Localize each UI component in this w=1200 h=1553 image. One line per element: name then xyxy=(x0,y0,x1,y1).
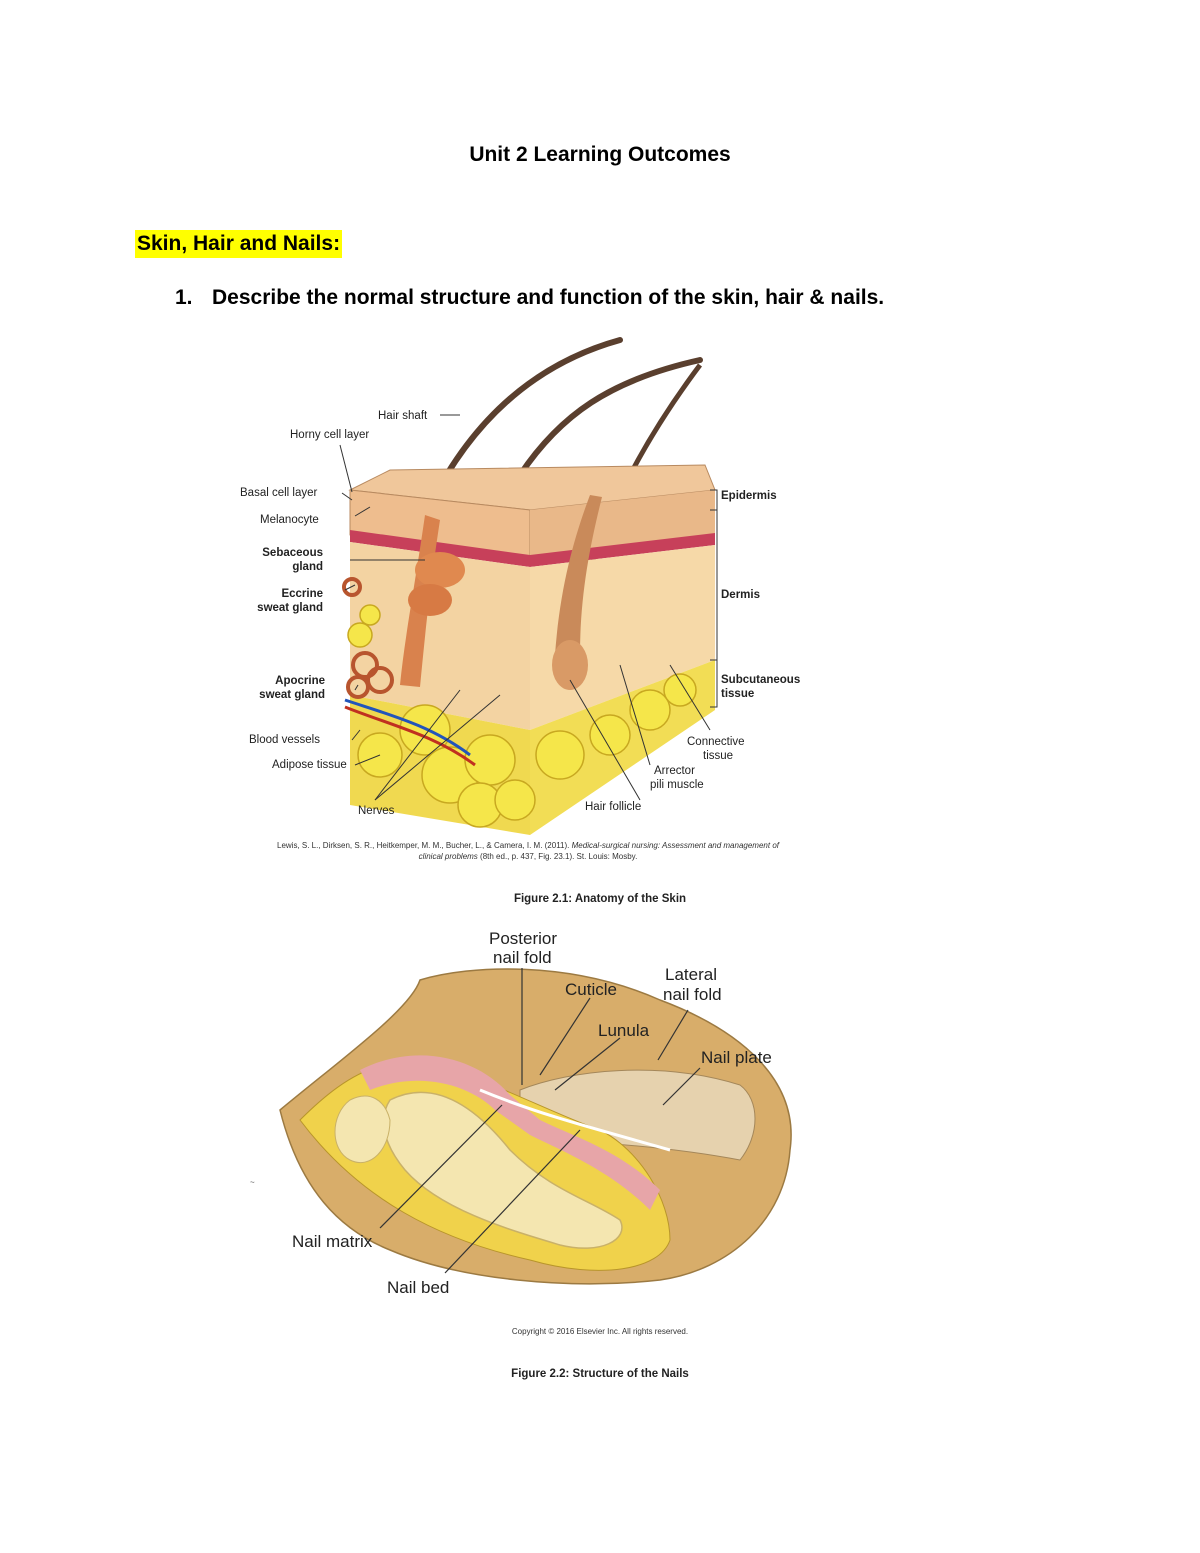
label-gland: gland xyxy=(292,561,323,573)
label-sebaceous: Sebaceous xyxy=(262,547,323,559)
label-connective-tissue: tissue xyxy=(703,750,734,762)
label-connective: Connective xyxy=(687,736,745,748)
citation-authors: Lewis, S. L., Dirksen, S. R., Heitkemper… xyxy=(277,841,570,850)
item-number: 1. xyxy=(175,286,193,309)
artist-signature: ~ xyxy=(250,1178,255,1187)
label-basal-cell-layer: Basal cell layer xyxy=(240,487,318,499)
page-title: Unit 2 Learning Outcomes xyxy=(469,143,731,166)
label-dermis: Dermis xyxy=(721,589,760,601)
nail-structure-illustration: ~ xyxy=(250,968,792,1285)
label-hair-shaft: Hair shaft xyxy=(378,410,428,422)
item-text: Describe the normal structure and functi… xyxy=(212,286,885,309)
outcome-item: 1. Describe the normal structure and func… xyxy=(175,286,884,310)
label-lateral: Lateral xyxy=(665,965,717,984)
skin-anatomy-illustration xyxy=(339,337,718,835)
label-eccrine-sweat-gland: sweat gland xyxy=(257,602,323,614)
label-epidermis: Epidermis xyxy=(721,490,777,502)
figure2-caption: Figure 2.2: Structure of the Nails xyxy=(511,1368,689,1380)
label-apocrine-sweat-gland: sweat gland xyxy=(259,689,325,701)
figure1-citation: Lewis, S. L., Dirksen, S. R., Heitkemper… xyxy=(240,840,816,862)
label-melanocyte: Melanocyte xyxy=(260,514,319,526)
label-subcutaneous: Subcutaneous xyxy=(721,674,801,686)
citation-title-part1: Medical-surgical nursing: Assessment and… xyxy=(571,841,779,850)
label-nail-bed: Nail bed xyxy=(387,1278,450,1297)
label-hair-follicle: Hair follicle xyxy=(585,801,642,813)
label-arrector: Arrector xyxy=(654,765,695,777)
label-cuticle: Cuticle xyxy=(565,980,617,999)
label-lateral-nail-fold: nail fold xyxy=(663,985,722,1004)
figure2-copyright: Copyright © 2016 Elsevier Inc. All right… xyxy=(511,1327,689,1336)
label-apocrine: Apocrine xyxy=(275,675,325,687)
label-subcutaneous-tissue: tissue xyxy=(721,688,755,700)
label-nail-plate: Nail plate xyxy=(701,1048,772,1067)
label-pili-muscle: pili muscle xyxy=(650,779,704,791)
label-nail-matrix: Nail matrix xyxy=(292,1232,373,1251)
label-lunula: Lunula xyxy=(598,1021,650,1040)
label-horny-cell-layer: Horny cell layer xyxy=(290,429,370,441)
label-blood-vessels: Blood vessels xyxy=(249,734,320,746)
citation-title-part2: clinical problems xyxy=(418,852,478,861)
figure1-caption: Figure 2.1: Anatomy of the Skin xyxy=(513,893,687,905)
label-eccrine: Eccrine xyxy=(281,588,323,600)
label-posterior-nail-fold: nail fold xyxy=(493,948,552,967)
label-posterior: Posterior xyxy=(489,929,558,948)
section-heading: Skin, Hair and Nails: xyxy=(135,230,343,258)
citation-publisher: (8th ed., p. 437, Fig. 23.1). St. Louis:… xyxy=(480,852,638,861)
label-adipose-tissue: Adipose tissue xyxy=(272,759,347,771)
label-nerves: Nerves xyxy=(358,805,395,817)
